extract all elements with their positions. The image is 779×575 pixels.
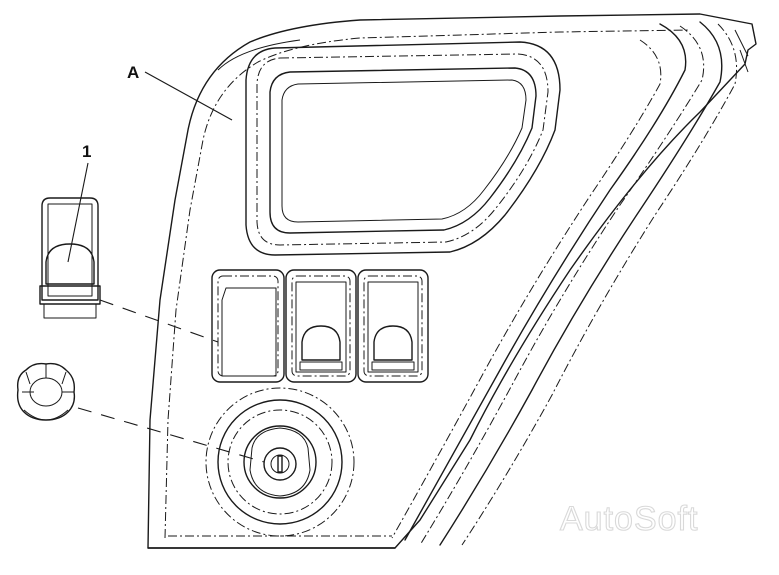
callout-1: 1 (67, 142, 91, 263)
leader-nut (77, 407, 265, 463)
callout-label-1: 1 (82, 142, 91, 161)
lock-cylinder-core (270, 454, 290, 474)
slot-opening (221, 287, 277, 377)
switch-part-knob (45, 243, 95, 285)
switch-part-base (39, 285, 101, 305)
rail-5 (734, 29, 749, 73)
switch-knob (373, 325, 413, 361)
callout-line-a (144, 71, 233, 121)
callout-a: A (127, 63, 233, 121)
switch-part-1 (39, 197, 101, 319)
panel-flange (217, 39, 301, 71)
switch-frame (285, 269, 357, 383)
window-inner (269, 67, 537, 234)
lock-housing (243, 425, 317, 499)
switch-knob-base (299, 361, 343, 371)
watermark: AutoSoft (560, 500, 698, 538)
rail-2 (419, 25, 705, 546)
lock-cylinder (263, 447, 297, 481)
switch-inner (291, 275, 351, 377)
switch-bank (211, 269, 429, 383)
lock-housing-ring (249, 427, 311, 497)
switch-frame (357, 269, 429, 383)
ignition-lock (205, 387, 355, 537)
lock-bezel-outer (205, 387, 355, 537)
window-outer (245, 41, 561, 256)
switch-body (295, 281, 347, 373)
switch-slot-empty (211, 269, 285, 383)
rail-3 (439, 21, 723, 546)
lock-bezel-inner (227, 409, 333, 515)
lock-nut (16, 362, 76, 421)
key-slot (277, 455, 283, 473)
switch-part-face (47, 203, 93, 297)
switch-part-body (41, 197, 99, 301)
lock-bezel (217, 399, 343, 525)
window-mid (256, 53, 549, 246)
callout-label-a: A (127, 63, 139, 82)
rocker-switch-middle (285, 269, 357, 383)
rocker-switch-right (357, 269, 429, 383)
nut-rim (23, 409, 69, 421)
switch-part-foot (43, 304, 97, 319)
rail-6 (391, 39, 662, 539)
panel-outer-outline (147, 13, 757, 549)
panel-window (245, 41, 561, 256)
switch-knob (301, 325, 341, 361)
leader-switch (99, 299, 219, 343)
nut-flutes (22, 364, 74, 393)
switch-inner (363, 275, 423, 377)
side-panel (147, 13, 757, 549)
rail-1 (404, 23, 687, 541)
nut-center (29, 377, 63, 407)
panel-inner-edge (164, 29, 691, 539)
switch-body (367, 281, 419, 373)
rail-4 (461, 23, 738, 546)
window-glass (281, 79, 527, 223)
slot-frame (211, 269, 285, 383)
slot-inner (217, 275, 279, 377)
callout-line-1 (67, 162, 89, 263)
switch-knob-base (371, 361, 415, 371)
